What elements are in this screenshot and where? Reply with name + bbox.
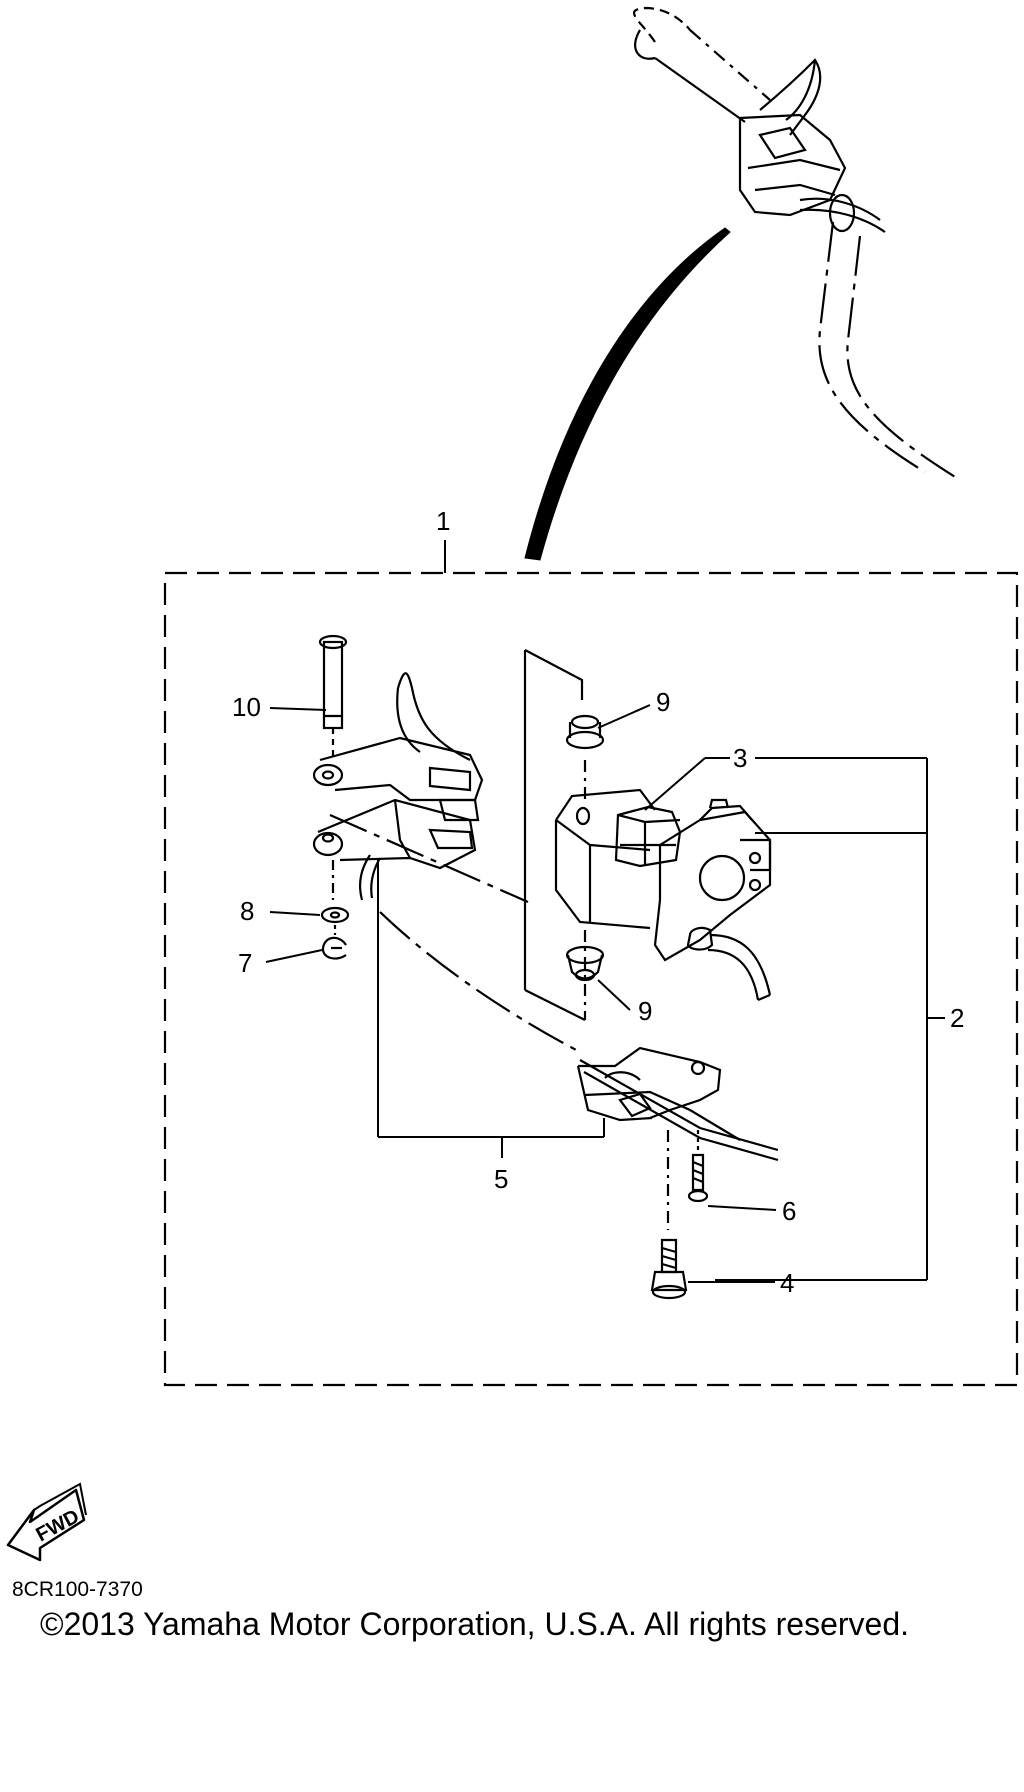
callout-5: 5 [494,1164,508,1194]
callout-6: 6 [782,1196,796,1226]
leader-6 [707,1205,777,1211]
switch-body [523,649,772,1021]
callout-9b: 9 [638,996,652,1026]
lever-assembly [312,634,484,960]
leader-10 [269,707,327,711]
leader-7 [265,949,323,963]
callout-9a: 9 [656,687,670,717]
leader-3 [644,757,706,811]
fwd-arrow-icon: FWD [6,1482,87,1562]
callout-8: 8 [240,896,254,926]
callout-2: 2 [950,1003,964,1033]
callout-1: 1 [436,506,450,536]
leader-curve [524,227,731,561]
leader-5-bracket [377,860,605,1158]
callout-7: 7 [238,948,252,978]
cable-switch-assembly [329,813,779,1300]
part-code: 8CR100-7370 [12,1578,143,1601]
callout-10: 10 [232,692,261,722]
callout-4: 4 [780,1268,794,1298]
copyright-notice: ©2013 Yamaha Motor Corporation, U.S.A. A… [40,1606,910,1642]
leader-9b [597,979,631,1011]
leader-8 [269,911,321,916]
kit-boundary-box [163,571,1019,1387]
leader-9a [597,704,651,729]
handlebar-illustration [632,6,961,481]
callout-3: 3 [733,743,747,773]
leader-2-bracket [715,757,945,1281]
